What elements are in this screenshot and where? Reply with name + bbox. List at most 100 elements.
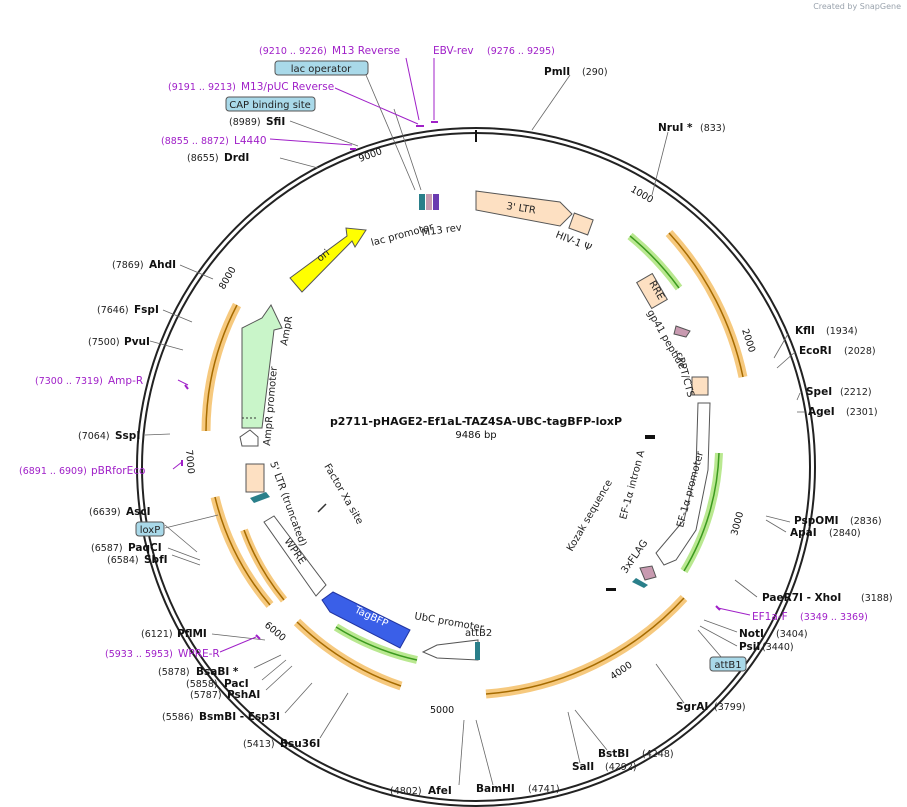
- primer-m13puc: M13/pUC Reverse: [241, 81, 334, 93]
- arc-orange-left-top: [201, 302, 241, 432]
- tick-3000: 3000: [729, 511, 746, 537]
- feature-flag-arrow: [639, 565, 657, 581]
- site-sali: SalI: [572, 761, 594, 773]
- primer-pbrforeco-pos: (6891 .. 6909): [19, 466, 87, 477]
- arc-green-right-line: [629, 235, 680, 289]
- feature-3ltr: 3' LTR: [475, 190, 573, 227]
- svg-text:lac operator: lac operator: [291, 64, 352, 75]
- feature-ef1a-intron-label: EF-1α intron A: [618, 449, 647, 521]
- feature-kozak-marker: [606, 588, 616, 591]
- site-ecori: EcoRI: [799, 345, 832, 357]
- primer-pbrforeco: pBRforEco: [91, 465, 145, 477]
- site-bamhi: BamHI: [476, 783, 515, 795]
- site-sspi: SspI: [115, 430, 140, 442]
- feature-intron-marker: [645, 435, 655, 439]
- feature-tagbfp-arrow: [321, 591, 411, 649]
- site-nrui: NruI *: [658, 122, 693, 134]
- primer-ebvrev-pos: (9276 .. 9295): [487, 46, 555, 57]
- site-sfii: SfiI: [266, 116, 285, 128]
- site-spei-pos: (2212): [840, 387, 872, 398]
- svg-text:CAP binding site: CAP binding site: [229, 100, 311, 111]
- feature-kozak-label: Kozak sequence: [565, 478, 615, 553]
- arc-orange-bottom: [485, 594, 688, 699]
- feature-factorxa-marker: [317, 503, 327, 513]
- primer-labels: (9210 .. 9226) M13 Reverse EBV-rev (9276…: [19, 45, 868, 660]
- feature-ampr-label: AmpR: [279, 315, 295, 346]
- site-pspomi: PspOMI: [794, 515, 839, 527]
- site-fspi: FspI: [134, 304, 159, 316]
- tick-5000: 5000: [430, 705, 454, 716]
- primer-lines: [172, 57, 751, 653]
- boxed-cap-binding-site: CAP binding site: [225, 96, 316, 112]
- site-ecori-pos: (2028): [844, 346, 876, 357]
- primer-ampr-pos: (7300 .. 7319): [35, 376, 103, 387]
- arc-orange-right-line: [668, 232, 744, 378]
- tick-8000: 8000: [217, 265, 239, 291]
- site-sspi-pos: (7064): [78, 431, 110, 442]
- site-bsabi-pos: (5878): [158, 667, 190, 678]
- site-kfli: KflI: [795, 325, 815, 337]
- feature-teal-left: [250, 492, 270, 503]
- site-pmli: PmlI: [544, 66, 570, 78]
- site-drdi-pos: (8655): [187, 153, 219, 164]
- arc-orange-left-top-line: [205, 304, 238, 432]
- boxed-lac-operator: lac operator: [274, 60, 369, 76]
- site-ahdi-pos: (7869): [112, 260, 144, 271]
- arc-green-ubc-line: [335, 626, 418, 661]
- primer-wprer: WPRE-R: [178, 648, 220, 660]
- tick-7000: 7000: [183, 449, 196, 474]
- feature-lac-box-c: [433, 194, 439, 210]
- feature-ampr-promoter-arrow: [239, 429, 259, 447]
- site-bstbi: BstBI: [598, 748, 629, 760]
- feature-teal-right: [632, 578, 648, 588]
- site-agei-pos: (2301): [846, 407, 878, 418]
- site-drdi: DrdI: [224, 152, 249, 164]
- svg-text:attB1: attB1: [714, 660, 741, 671]
- site-kfli-pos: (1934): [826, 326, 858, 337]
- feature-ef1a-promoter: [655, 402, 711, 566]
- tick-2000: 2000: [739, 328, 757, 354]
- feature-lac-box-a: [419, 194, 425, 210]
- site-sali-pos: (4292): [605, 762, 637, 773]
- tick-6000: 6000: [262, 620, 288, 644]
- svg-text:3' LTR: 3' LTR: [506, 201, 537, 216]
- primer-ef1af-pos: (3349 .. 3369): [800, 612, 868, 623]
- site-apai-pos: (2840): [829, 528, 861, 539]
- feature-cppt-label: cPPT/CTS: [673, 351, 696, 399]
- site-psii: PsiI: [739, 641, 760, 653]
- site-bsu36i-pos: (5413): [243, 739, 275, 750]
- primer-l4440: L4440: [234, 135, 267, 147]
- primer-l4440-pos: (8855 .. 8872): [161, 136, 229, 147]
- site-sgrai: SgrAI: [676, 701, 708, 713]
- tick-4000: 4000: [608, 660, 634, 683]
- site-pshai-pos: (5787): [190, 690, 222, 701]
- primer-ampr: Amp-R: [108, 375, 143, 387]
- site-paqci-pos: (6587): [91, 543, 123, 554]
- site-pspomi-pos: (2836): [850, 516, 882, 527]
- feature-lac-box-b: [426, 194, 432, 210]
- feature-ampr-arrow: [241, 304, 283, 429]
- boxed-loxp: loxP: [135, 521, 165, 537]
- site-spei: SpeI: [806, 386, 832, 398]
- site-sbfi: SbfI: [144, 554, 168, 566]
- site-xhoi-pos: (3188): [861, 593, 893, 604]
- arc-orange-left-2-line: [243, 529, 285, 601]
- feature-5ltr-box: [245, 463, 265, 493]
- feature-ubc-arrow: [421, 639, 479, 661]
- feature-attb2-label: attB2: [465, 628, 492, 639]
- primer-markers: [181, 121, 721, 640]
- site-noti: NotI: [739, 628, 764, 640]
- site-sbfi-pos: (6584): [107, 555, 139, 566]
- site-bsmbi-pos: (5586): [162, 712, 194, 723]
- site-asci: AscI: [126, 506, 151, 518]
- site-psii-pos: (3440): [762, 642, 794, 653]
- primer-m13reverse-pos: (9210 .. 9226): [259, 46, 327, 57]
- site-labels: PmlI (290) NruI * (833) KflI (1934) EcoR…: [78, 66, 893, 797]
- arc-orange-bottom-line: [485, 597, 685, 695]
- feature-wpre: [263, 515, 327, 597]
- site-pflmi-pos: (6121): [141, 629, 173, 640]
- feature-hiv-box: [568, 212, 594, 236]
- primer-m13puc-pos: (9191 .. 9213): [168, 82, 236, 93]
- site-pshai: PshAI: [227, 689, 260, 701]
- site-afei: AfeI: [428, 785, 452, 797]
